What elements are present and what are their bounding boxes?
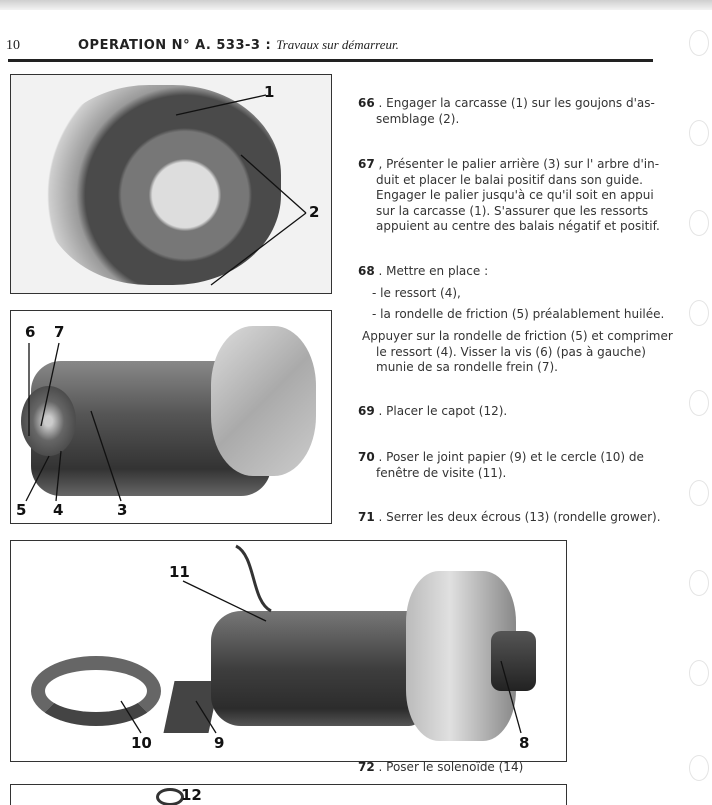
starter-body-image xyxy=(41,85,281,285)
step-67: 67 , Présenter le palier arrière (3) sur… xyxy=(358,157,660,233)
step-72: 72 . Poser le solenoïde (14) xyxy=(358,760,524,774)
binder-hole xyxy=(689,755,709,781)
figure-starter-carcass: 1 2 xyxy=(10,74,332,294)
callout-1: 1 xyxy=(264,83,275,101)
header-rule xyxy=(8,59,653,62)
end-cap-image xyxy=(21,386,76,456)
callout-7: 7 xyxy=(54,323,65,341)
binder-hole xyxy=(689,210,709,236)
callout-10: 10 xyxy=(131,734,152,752)
callout-8: 8 xyxy=(519,734,530,752)
binder-hole xyxy=(689,120,709,146)
pinion-image xyxy=(491,631,536,691)
binder-hole xyxy=(689,660,709,686)
step-68-item-spring: - le ressort (4), xyxy=(372,286,461,300)
step-69: 69 . Placer le capot (12). xyxy=(358,404,508,418)
binder-hole xyxy=(689,30,709,56)
binder-hole xyxy=(689,300,709,326)
bracket-image xyxy=(211,326,316,476)
step-68-note: Appuyer sur la rondelle de friction (5) … xyxy=(362,329,673,374)
viewer-top-edge xyxy=(0,0,712,10)
starter-motor-image xyxy=(211,611,421,726)
figure-rear-bearing: 6 7 5 4 3 xyxy=(10,310,332,524)
step-70: 70 . Poser le joint papier (9) et le cer… xyxy=(358,450,644,480)
step-68-item-washer: - la rondelle de friction (5) préalablem… xyxy=(372,307,665,321)
step-68: 68 . Mettre en place : xyxy=(358,264,489,278)
figure-inspection-window: 11 10 9 8 xyxy=(10,540,567,762)
callout-11: 11 xyxy=(169,563,190,581)
operation-number: OPERATION N° A. 533-3 : xyxy=(78,38,272,53)
step-66: 66 . Engager la carcasse (1) sur les gou… xyxy=(358,96,655,126)
callout-3: 3 xyxy=(117,501,128,519)
callout-12: 12 xyxy=(181,786,202,804)
callout-4: 4 xyxy=(53,501,64,519)
callout-6: 6 xyxy=(25,323,36,341)
operation-subtitle: Travaux sur démarreur. xyxy=(276,37,399,52)
callout-2: 2 xyxy=(309,203,320,221)
binder-hole xyxy=(689,480,709,506)
page-title: OPERATION N° A. 533-3 : Travaux sur déma… xyxy=(78,37,399,53)
figure-solenoid-partial: 12 xyxy=(10,784,567,805)
step-71: 71 . Serrer les deux écrous (13) (rondel… xyxy=(358,510,661,524)
callout-5: 5 xyxy=(16,501,27,519)
cover-image xyxy=(156,788,184,805)
callout-9: 9 xyxy=(214,734,225,752)
page-number: 10 xyxy=(6,38,20,53)
binder-hole xyxy=(689,570,709,596)
binder-hole xyxy=(689,390,709,416)
